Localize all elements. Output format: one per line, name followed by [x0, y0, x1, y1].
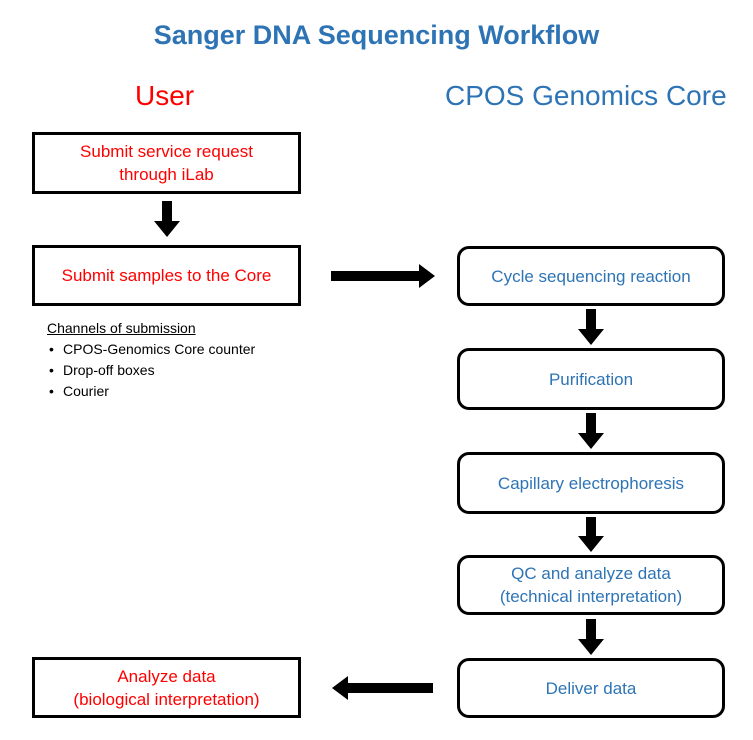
step-deliver-data: Deliver data: [457, 658, 725, 718]
arrow-down-icon: [578, 619, 604, 655]
channel-item: •CPOS-Genomics Core counter: [47, 339, 255, 360]
channel-item: •Drop-off boxes: [47, 360, 255, 381]
step-submit-samples: Submit samples to the Core: [32, 245, 301, 306]
arrow-down-icon: [578, 517, 604, 552]
arrow-right-icon: [331, 264, 435, 288]
step-label: Capillary electrophoresis: [497, 473, 685, 493]
channel-item: •Courier: [47, 381, 255, 402]
lane-heading-core: CPOS Genomics Core: [445, 80, 727, 111]
lane-heading-user: User: [135, 80, 195, 111]
step-label: (technical interpretation): [499, 587, 683, 606]
channels-list: •CPOS-Genomics Core counter •Drop-off bo…: [47, 339, 255, 402]
step-label: Purification: [548, 369, 634, 389]
step-cycle-sequencing: Cycle sequencing reaction: [457, 246, 725, 306]
bullet-icon: •: [49, 362, 54, 378]
channels-of-submission: Channels of submission •CPOS-Genomics Co…: [47, 318, 255, 402]
step-label: QC and analyze data: [511, 564, 671, 583]
step-label: Deliver data: [545, 678, 637, 698]
step-label: (biological interpretation): [73, 689, 260, 709]
bullet-icon: •: [49, 383, 54, 399]
channels-heading: Channels of submission: [47, 320, 196, 336]
step-analyze-biological: Analyze data (biological interpretation): [32, 657, 301, 718]
step-label: Submit samples to the Core: [61, 266, 272, 285]
arrow-down-icon: [154, 201, 180, 237]
step-label: Submit service request: [80, 142, 253, 161]
step-label: Analyze data: [117, 666, 216, 686]
step-submit-request: Submit service request through iLab: [32, 132, 301, 194]
arrow-down-icon: [578, 413, 604, 449]
step-capillary-electrophoresis: Capillary electrophoresis: [457, 452, 725, 514]
step-qc-analyze: QC and analyze data (technical interpret…: [457, 555, 725, 615]
arrow-down-icon: [578, 309, 604, 345]
step-label: through iLab: [119, 165, 214, 184]
arrow-left-icon: [332, 676, 433, 700]
bullet-icon: •: [49, 341, 54, 357]
step-label: Cycle sequencing reaction: [491, 266, 691, 286]
step-purification: Purification: [457, 348, 725, 410]
diagram-title: Sanger DNA Sequencing Workflow: [153, 20, 600, 50]
